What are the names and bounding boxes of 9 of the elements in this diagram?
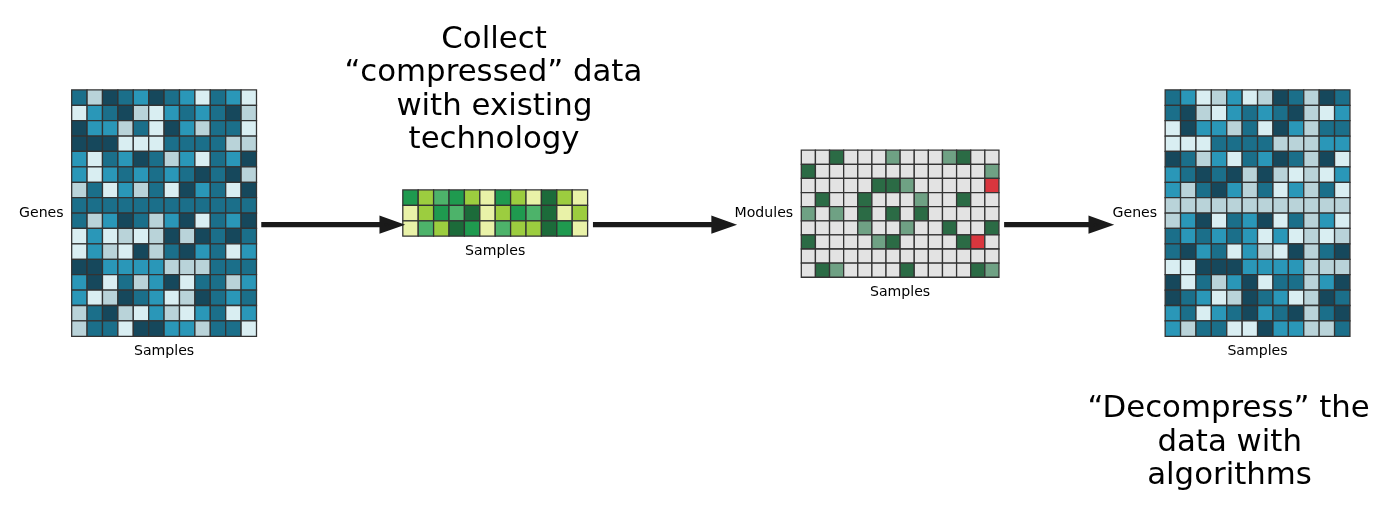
node-label: Samples bbox=[465, 241, 526, 258]
node-label: Samples bbox=[1227, 341, 1288, 358]
node-label: Genes bbox=[1112, 203, 1158, 220]
label: Collect “compressed” data with existing technology bbox=[344, 18, 643, 155]
node-label: Samples bbox=[133, 341, 195, 358]
node-label: Samples bbox=[869, 282, 931, 299]
node-label: Genes bbox=[19, 203, 64, 220]
label: “Decompress” the data with algorithms bbox=[1087, 387, 1370, 491]
node-label: Modules bbox=[734, 203, 794, 220]
